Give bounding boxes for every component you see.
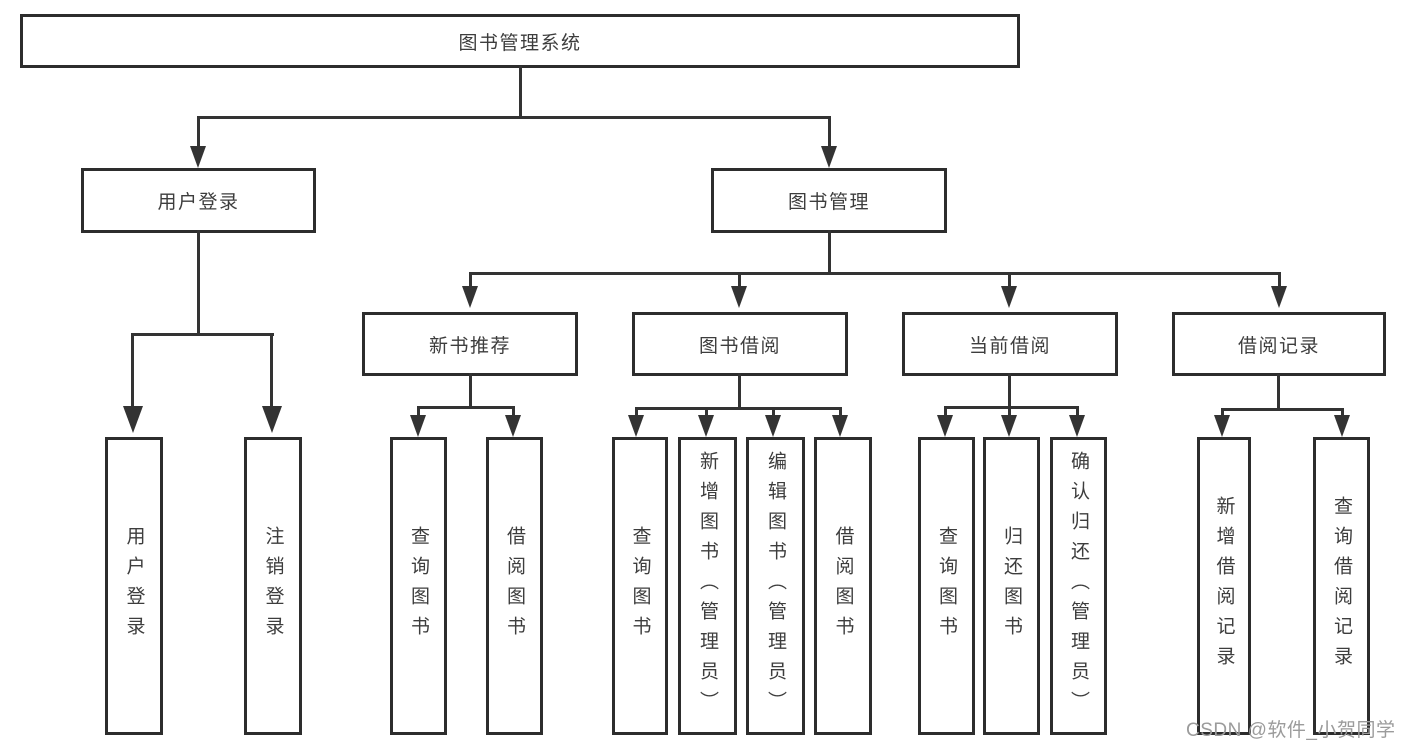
leaf-query-borrow-record: 查询借阅记录: [1313, 437, 1370, 735]
arrow-down-icon: [1214, 415, 1230, 437]
arrow-down-icon: [410, 415, 426, 437]
connector-line: [738, 272, 741, 288]
node-current-borrowing: 当前借阅: [902, 312, 1118, 376]
leaf-logout: 注销登录: [244, 437, 302, 735]
connector-trunk: [469, 373, 472, 409]
node-label: 图书管理系统: [458, 32, 582, 54]
arrow-down-icon: [505, 415, 521, 437]
leaf-label: 确认归还（管理员）: [1068, 451, 1089, 721]
connector-line: [1278, 272, 1281, 288]
connector-line: [1076, 406, 1079, 418]
connector-line: [1221, 408, 1224, 418]
arrow-down-icon: [1334, 415, 1350, 437]
connector-line: [772, 407, 775, 418]
arrow-down-icon: [698, 415, 714, 437]
leaf-borrow-books-recommend: 借阅图书: [486, 437, 543, 735]
node-book-borrowing: 图书借阅: [632, 312, 848, 376]
connector-line: [1008, 406, 1011, 418]
connector-split: [1221, 408, 1344, 411]
connector-split: [944, 406, 1079, 409]
leaf-label: 归还图书: [1001, 526, 1022, 646]
leaf-user-login: 用户登录: [105, 437, 163, 735]
connector-trunk: [1008, 373, 1011, 409]
leaf-label: 用户登录: [123, 526, 145, 646]
connector-line: [469, 272, 472, 288]
leaf-label: 借阅图书: [832, 526, 854, 646]
leaf-label: 新增图书（管理员）: [697, 451, 718, 721]
arrow-down-icon: [1001, 286, 1017, 308]
connector-line: [1341, 408, 1344, 418]
node-new-book-recommendation: 新书推荐: [362, 312, 578, 376]
leaf-label: 查询图书: [629, 526, 651, 646]
node-user-login: 用户登录: [81, 168, 316, 233]
leaf-query-books-current: 查询图书: [918, 437, 975, 735]
leaf-add-book-admin: 新增图书（管理员）: [678, 437, 737, 735]
leaf-label: 查询图书: [408, 526, 429, 646]
arrow-down-icon: [462, 286, 478, 308]
leaf-label: 编辑图书（管理员）: [765, 451, 786, 721]
arrow-down-icon: [731, 286, 747, 308]
connector-trunk: [738, 373, 741, 410]
leaf-query-books-borrowing: 查询图书: [612, 437, 668, 735]
connector-line: [512, 406, 515, 418]
node-label: 当前借阅: [968, 335, 1051, 357]
leaf-label: 查询图书: [936, 526, 957, 646]
connector-line: [839, 407, 842, 418]
connector-user-login-trunk: [197, 230, 200, 336]
arrow-down-icon: [832, 415, 848, 437]
arrow-down-icon: [937, 415, 953, 437]
connector-split: [635, 407, 842, 410]
connector-line: [944, 406, 947, 418]
arrow-down-icon: [1069, 415, 1085, 437]
arrow-down-icon: [190, 146, 206, 168]
node-label: 新书推荐: [428, 335, 511, 357]
node-library-management-system: 图书管理系统: [20, 14, 1020, 68]
arrow-down-icon: [765, 415, 781, 437]
connector-line: [197, 116, 200, 150]
leaf-add-borrow-record: 新增借阅记录: [1197, 437, 1251, 735]
arrow-down-icon: [628, 415, 644, 437]
connector-line: [705, 407, 708, 418]
arrow-down-icon: [821, 146, 837, 168]
arrow-down-icon: [1271, 286, 1287, 308]
connector-line: [270, 333, 273, 409]
connector-line: [1008, 272, 1011, 288]
leaf-label: 新增借阅记录: [1213, 496, 1235, 676]
leaf-label: 借阅图书: [504, 526, 525, 646]
connector-line: [635, 407, 638, 418]
node-label: 用户登录: [157, 192, 240, 213]
leaf-edit-book-admin: 编辑图书（管理员）: [746, 437, 805, 735]
arrow-down-icon: [1001, 415, 1017, 437]
connector-user-login-split: [131, 333, 274, 336]
leaf-confirm-return-admin: 确认归还（管理员）: [1050, 437, 1107, 735]
leaf-return-book: 归还图书: [983, 437, 1040, 735]
connector-book-mgmt-trunk: [828, 230, 831, 275]
connector-split: [417, 406, 515, 409]
leaf-borrow-books-borrowing: 借阅图书: [814, 437, 872, 735]
node-label: 借阅记录: [1237, 335, 1320, 357]
node-label: 图书管理: [787, 192, 870, 213]
connector-line: [131, 333, 134, 409]
arrow-down-icon: [123, 406, 143, 433]
arrow-down-icon: [262, 406, 282, 433]
node-book-management: 图书管理: [711, 168, 947, 233]
leaf-label: 查询借阅记录: [1331, 496, 1352, 676]
node-borrowing-records: 借阅记录: [1172, 312, 1386, 376]
connector-line: [417, 406, 420, 418]
connector-line: [828, 116, 831, 150]
csdn-watermark: CSDN @软件_小贺同学: [1186, 720, 1396, 741]
leaf-query-books-recommend: 查询图书: [390, 437, 447, 735]
connector-trunk: [1277, 374, 1280, 411]
connector-book-mgmt-split: [469, 272, 1281, 275]
leaf-label: 注销登录: [262, 526, 284, 646]
node-label: 图书借阅: [698, 335, 781, 357]
connector-root-split: [197, 116, 831, 119]
connector-root-trunk: [519, 66, 522, 118]
